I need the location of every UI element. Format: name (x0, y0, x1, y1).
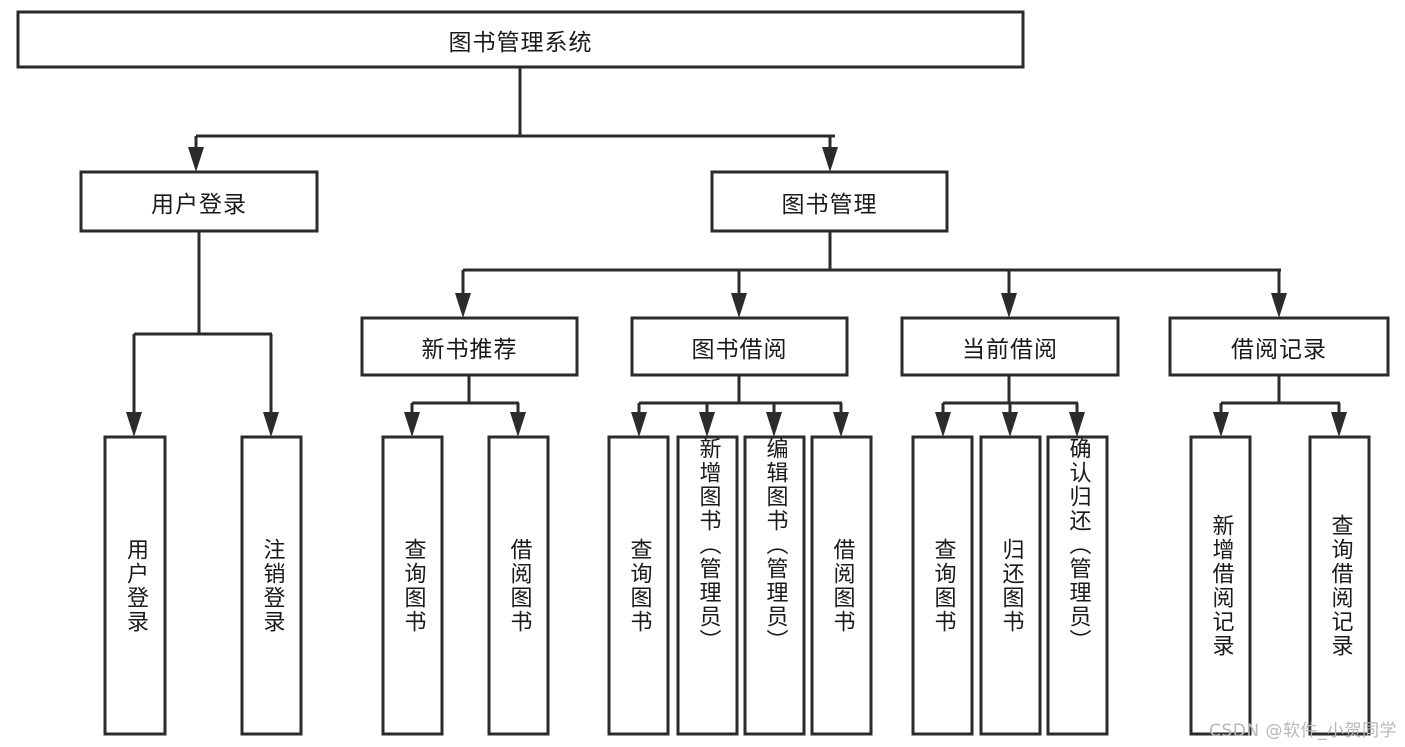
arrow-head-leaf-bb-add (699, 412, 715, 437)
node-box-leaf-cb-confirm-return[interactable] (1046, 435, 1109, 736)
arrow-head-leaf-br-add (1213, 412, 1229, 437)
node-box-user-login[interactable] (79, 170, 319, 233)
arrow-head-new-book (455, 293, 471, 318)
node-box-leaf-cb-query-book[interactable] (911, 435, 974, 736)
node-box-leaf-br-query-record[interactable] (1308, 435, 1371, 736)
node-box-leaf-nb-query-book[interactable] (381, 435, 444, 736)
node-box-borrow-record[interactable] (1168, 316, 1390, 377)
node-box-leaf-user-login[interactable] (103, 435, 167, 736)
node-box-current-borrow[interactable] (900, 316, 1120, 377)
arrow-head-leaf-bb-borrow (833, 412, 849, 437)
node-box-book-borrow[interactable] (630, 316, 849, 377)
node-box-leaf-bb-add-book[interactable] (676, 435, 739, 736)
arrow-head-leaf-cb-confirm (1069, 412, 1085, 437)
arrow-head-leaf-cb-return (1002, 412, 1018, 437)
node-box-book-management[interactable] (710, 170, 949, 233)
arrow-head-leaf-logout (263, 412, 279, 437)
arrow-head-borrow-record (1271, 293, 1287, 318)
node-box-leaf-bb-query-book[interactable] (607, 435, 670, 736)
arrow-head-book-borrow (731, 293, 747, 318)
node-box-root[interactable] (16, 10, 1025, 69)
node-box-new-book-recommend[interactable] (360, 316, 579, 377)
arrow-head-leaf-nb-query (404, 412, 420, 437)
node-box-leaf-logout[interactable] (240, 435, 303, 736)
node-box-leaf-bb-edit-book[interactable] (743, 435, 806, 736)
node-box-leaf-br-add-record[interactable] (1189, 435, 1252, 736)
arrow-head-leaf-nb-borrow (510, 412, 526, 437)
arrow-head-leaf-br-query (1331, 412, 1347, 437)
arrow-head-book-mgmt (822, 147, 838, 172)
node-box-leaf-nb-borrow-book[interactable] (487, 435, 550, 736)
arrow-head-leaf-bb-query (631, 412, 647, 437)
arrow-head-leaf-bb-edit (766, 412, 782, 437)
watermark-text: CSDN @软件_小贺同学 (1209, 721, 1397, 741)
arrow-head-current-borrow (1001, 293, 1017, 318)
node-box-leaf-bb-borrow-book[interactable] (810, 435, 873, 736)
arrow-head-user-login (188, 147, 204, 172)
arrow-head-leaf-cb-query (935, 412, 951, 437)
node-box-leaf-cb-return-book[interactable] (979, 435, 1042, 736)
arrow-head-leaf-user-login (126, 412, 142, 437)
